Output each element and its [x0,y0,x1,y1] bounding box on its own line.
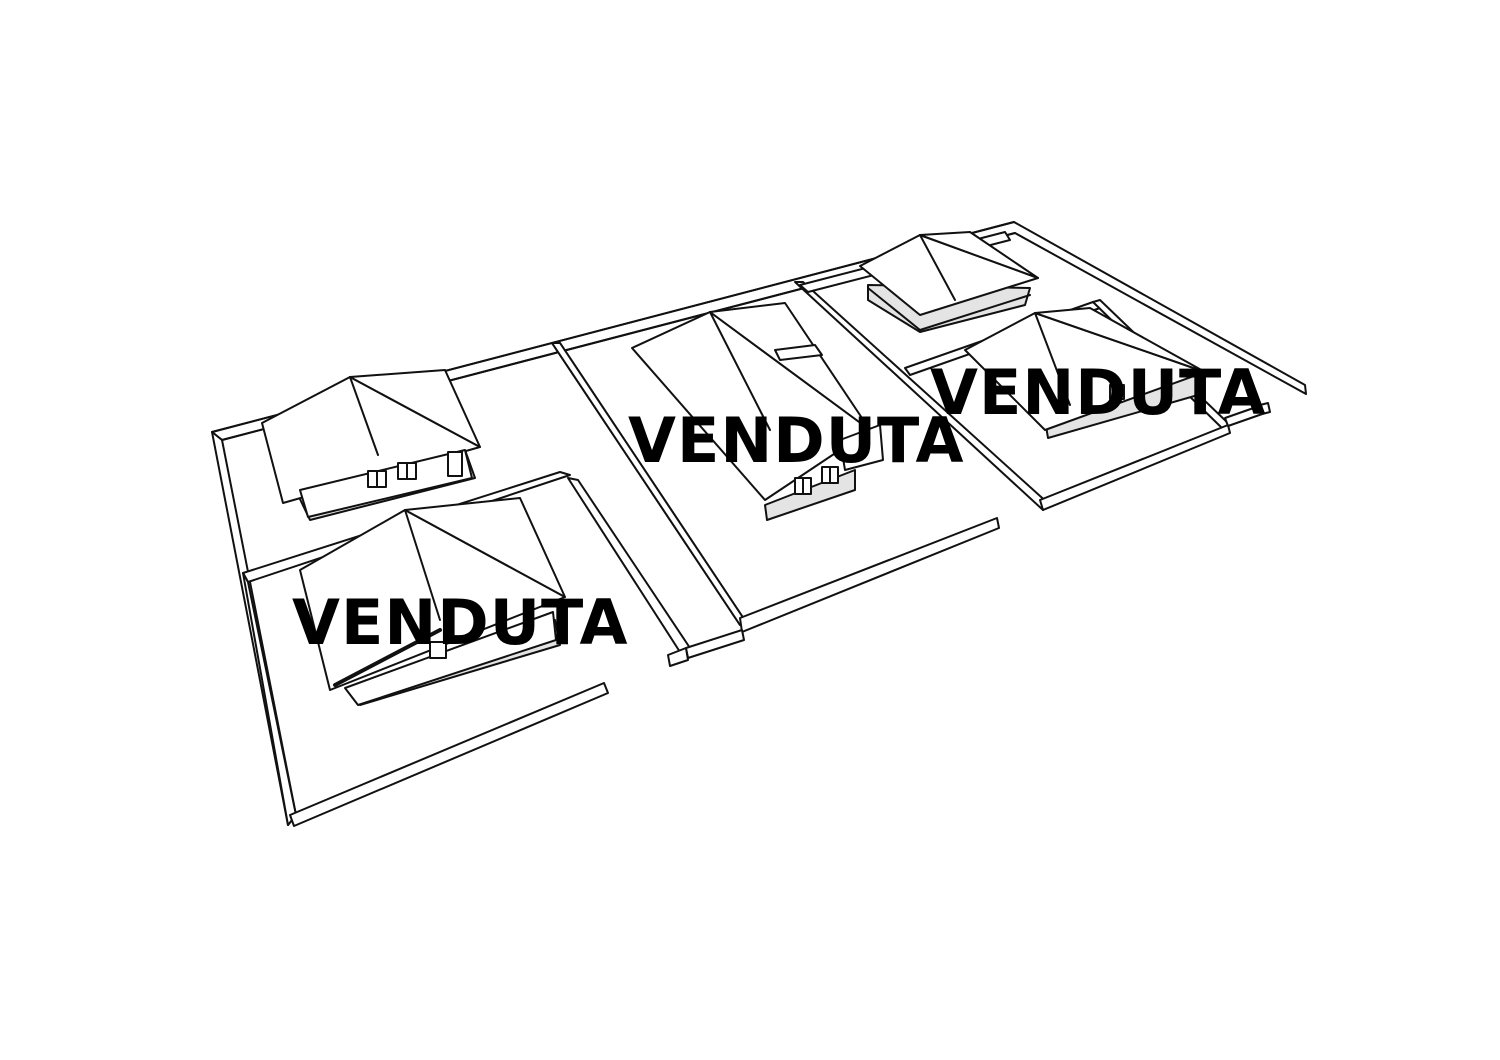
lot-center-sold-label: VENDUTA [628,404,965,477]
house-back-right [859,231,1039,333]
house-front-left [299,497,566,706]
lot-front-left-boundary [242,477,691,827]
lot-front-left-sold-label: VENDUTA [292,586,629,659]
house-center [631,302,884,521]
house-right [964,307,1206,439]
house-back-left [261,369,481,521]
lot-right-sold-label: VENDUTA [930,356,1267,429]
